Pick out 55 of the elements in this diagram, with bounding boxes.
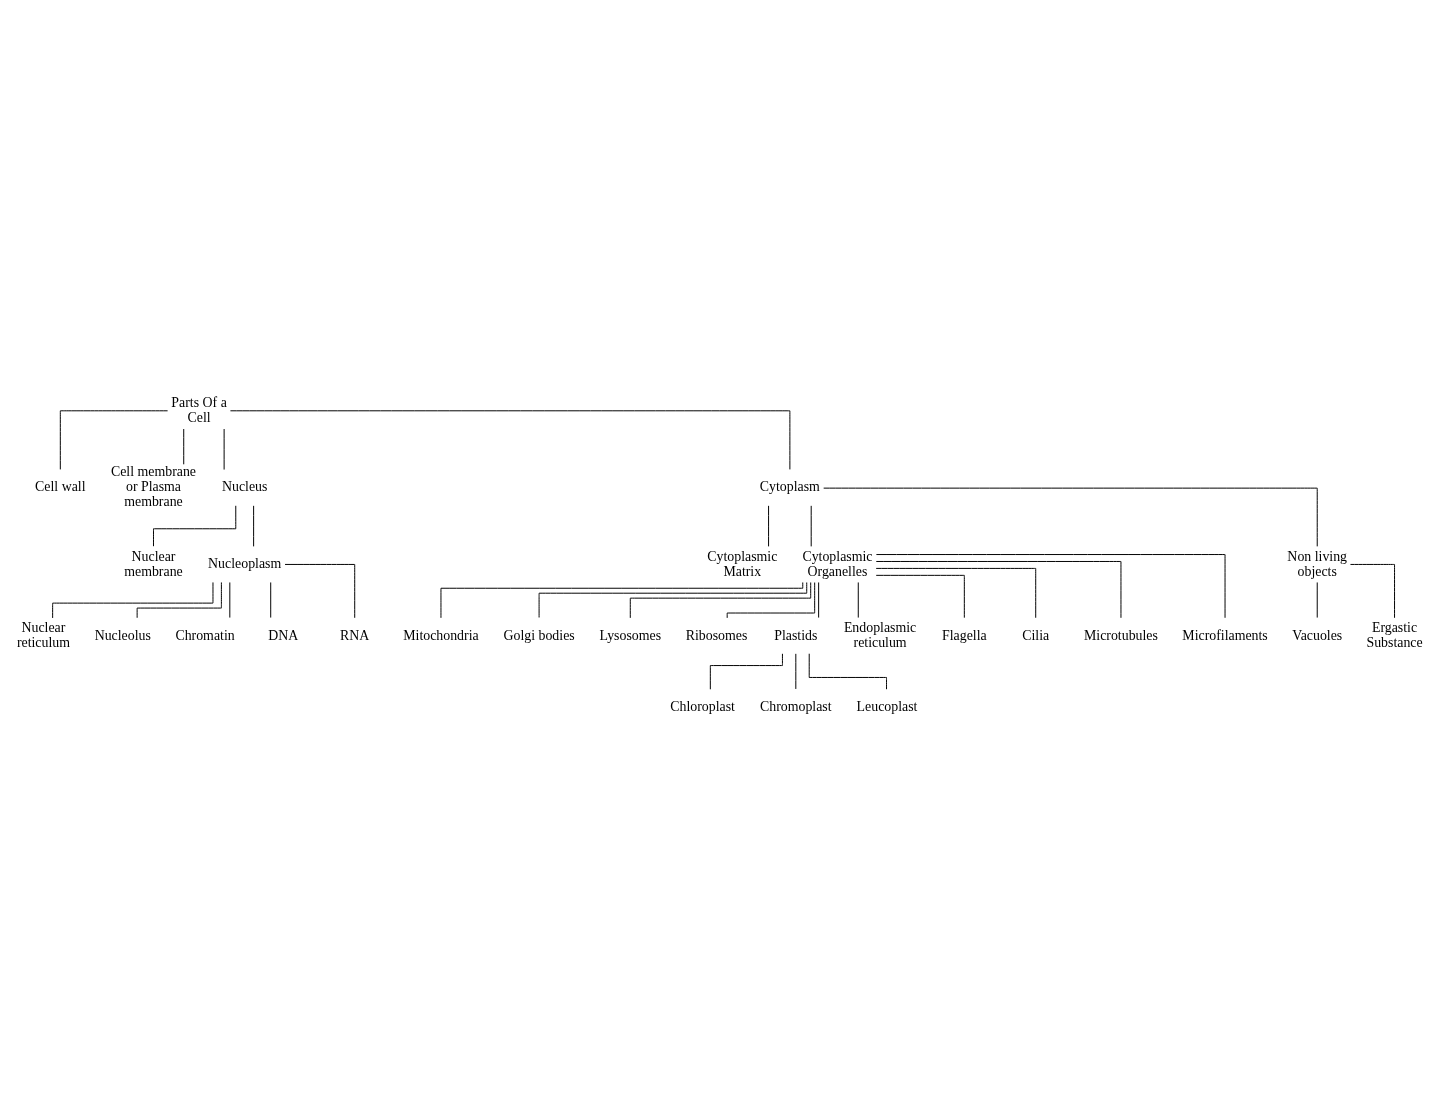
node-text: Golgi bodies <box>503 627 575 643</box>
node-text: Ergastic Substance <box>1366 620 1423 650</box>
node-text: Chromatin <box>175 627 235 643</box>
connector <box>270 581 272 619</box>
connector <box>229 581 231 619</box>
node-text: Cell membrane or Plasma membrane <box>110 464 197 510</box>
node-text: Nuclear membrane <box>124 548 183 579</box>
node-text: Leucoplast <box>856 698 918 714</box>
connector <box>823 487 1318 547</box>
node-text: Vacuoles <box>1292 627 1343 643</box>
node-text: Endoplasmic reticulum <box>843 620 917 650</box>
node-text: Chromoplast <box>760 698 832 714</box>
connector <box>875 561 1122 619</box>
node-text: Non living objects <box>1287 548 1348 579</box>
node-text: Cytoplasm <box>759 479 820 495</box>
node-text: Flagella <box>942 627 987 643</box>
node-text: RNA <box>340 627 370 643</box>
node-text: Cytoplasmic Matrix <box>707 548 778 579</box>
connector <box>629 582 812 619</box>
node-text: Nucleus <box>221 479 268 495</box>
connector <box>229 410 791 470</box>
node-text: Cilia <box>1022 627 1050 643</box>
connector <box>726 582 816 619</box>
connector <box>136 581 222 619</box>
connector <box>253 505 255 547</box>
connector <box>183 428 185 465</box>
connector <box>768 505 770 547</box>
connector <box>875 574 965 619</box>
node-text: Cytoplasmic Organelles <box>802 548 873 579</box>
connector <box>284 563 356 619</box>
connector <box>810 505 812 547</box>
connector <box>818 581 820 619</box>
connector <box>1349 563 1396 619</box>
node-text: Nucleolus <box>94 627 151 643</box>
connector <box>795 653 797 690</box>
node-text: Plastids <box>774 627 818 643</box>
connector <box>875 567 1037 619</box>
node-text: Chloroplast <box>670 698 735 714</box>
connector <box>538 582 808 618</box>
node-text: DNA <box>268 627 299 643</box>
node-text: Nuclear reticulum <box>16 620 71 650</box>
node-text: Nucleoplasm <box>208 556 282 572</box>
node-text: Cell wall <box>35 479 86 495</box>
connector <box>1316 581 1318 619</box>
connector <box>440 582 804 619</box>
connector <box>709 653 783 690</box>
node-text: Parts Of a Cell <box>171 395 227 425</box>
node-text: Microfilaments <box>1182 627 1268 643</box>
node-text: Lysosomes <box>599 627 662 643</box>
node-text: Microtubules <box>1084 627 1158 643</box>
connector <box>857 581 859 619</box>
connector <box>59 410 169 470</box>
connector <box>875 554 1226 619</box>
node-text: Mitochondria <box>403 627 479 643</box>
node-text: Ribosomes <box>685 627 748 643</box>
